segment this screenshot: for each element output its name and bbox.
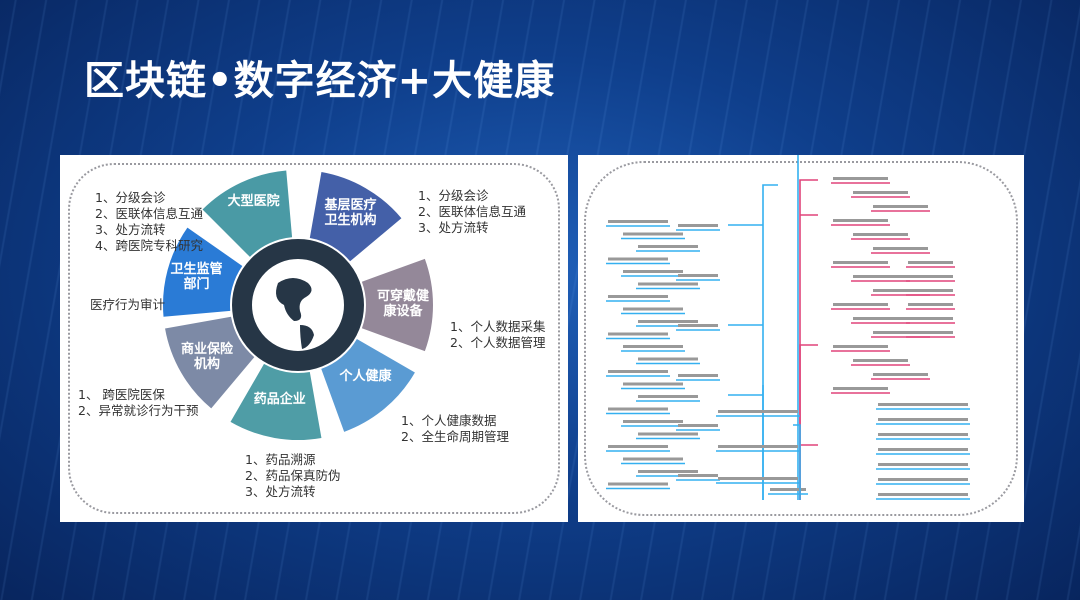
mind-map-node-text (623, 270, 683, 273)
mind-map-node-text (718, 410, 798, 413)
mind-map-node-text (623, 457, 683, 461)
mind-map-node-text (623, 420, 683, 423)
mind-map-branch (799, 179, 818, 500)
mind-map-branch (762, 184, 778, 500)
mind-map-branch (799, 344, 818, 500)
mind-map-node-text (718, 477, 798, 480)
mind-map-node-text (908, 261, 953, 264)
mind-map-node-text (833, 261, 888, 264)
segment-wheel (163, 170, 433, 440)
mind-map-node-text (833, 345, 888, 348)
slide-title: 区块链•数字经济+大健康 (84, 58, 556, 104)
mind-map-node-text (638, 470, 698, 473)
mind-map-node-text (853, 317, 908, 320)
mind-map-node-text (853, 275, 908, 278)
mind-map-node-text (608, 332, 668, 336)
mind-map-node-text (678, 274, 718, 277)
segment-label: 可穿戴健康设备 (376, 289, 429, 319)
mind-map-node-text (638, 432, 698, 436)
dotted-frame (584, 161, 1018, 516)
segment-2 (361, 258, 433, 352)
mind-map-node-text (853, 359, 908, 362)
dotted-frame (68, 163, 560, 514)
segment-label: 药品企业 (253, 392, 306, 408)
mind-map-node-text (623, 382, 683, 386)
mind-map-node-text (908, 289, 953, 292)
mind-map-node-text (873, 373, 928, 376)
mind-map-node-text (623, 307, 683, 311)
mind-map-node-text (878, 478, 968, 481)
segment-label: 基层医疗卫生机构 (324, 198, 377, 229)
mind-map-node-text (878, 403, 968, 406)
mind-map-node-text (678, 424, 718, 427)
mind-map-node-text (833, 219, 888, 222)
mind-map-node-text (608, 482, 668, 486)
mind-map-node-text (853, 191, 908, 194)
mind-map-node-text (638, 395, 698, 398)
segment-1 (309, 172, 402, 262)
segment-label: 个人健康 (339, 369, 392, 385)
mind-map-node-text (608, 407, 668, 411)
mind-map-node-text (853, 233, 908, 236)
mind-map-node-text (770, 488, 806, 491)
mind-map-node-text (678, 324, 718, 327)
segment-3 (321, 339, 415, 432)
mind-map-node-text (638, 320, 698, 323)
mind-map-node-text (908, 317, 953, 320)
segment-label: 卫生监管部门 (170, 261, 223, 292)
mind-map-node-text (678, 224, 718, 227)
mind-map-node-text (833, 177, 888, 180)
mind-map-node-text (833, 303, 888, 306)
mind-map-node-text (908, 303, 953, 306)
mind-map-node-text (638, 282, 698, 286)
mind-map-node-text (608, 295, 668, 298)
mind-map-node-text (718, 445, 798, 448)
segment-0 (202, 170, 293, 257)
mind-map-node-text (678, 374, 718, 377)
mind-map-node-text (878, 418, 968, 421)
mind-map-node-text (878, 493, 968, 496)
mind-map-node-text (873, 247, 928, 250)
mind-map-branch (762, 155, 799, 500)
mind-map-node-text (608, 220, 668, 223)
mind-map-node-text (608, 445, 668, 448)
segment-label: 大型医院 (227, 193, 280, 209)
mind-map-node-text (678, 474, 718, 477)
mind-map-panel (578, 155, 1024, 522)
segment-label: 商业保险机构 (181, 341, 234, 372)
mind-map-node-text (833, 387, 888, 390)
mind-map-node-text (608, 257, 668, 261)
mind-map (606, 155, 970, 500)
mind-map-node-text (908, 331, 953, 334)
mind-map-node-text (873, 205, 928, 208)
mind-map-node-text (878, 433, 968, 436)
ecosystem-diagram-panel: 大型医院基层医疗卫生机构可穿戴健康设备个人健康药品企业商业保险机构卫生监管部门 … (60, 155, 568, 522)
mind-map-node-text (873, 331, 928, 334)
list-regulator: 医疗行为审计 (90, 297, 166, 312)
mind-map-node-text (608, 370, 668, 373)
mind-map-node-text (878, 463, 968, 466)
segment-5 (165, 316, 255, 409)
mind-map-node-text (873, 289, 928, 292)
mind-map-node-text (908, 275, 953, 278)
mind-map-node-text (878, 448, 968, 451)
mind-map-branch (793, 424, 801, 500)
mind-map-node-text (638, 245, 698, 248)
mind-map-node-text (623, 232, 683, 236)
globe-icon (276, 278, 314, 349)
mind-map-branch (800, 214, 818, 446)
mind-map-node-text (623, 345, 683, 348)
segment-4 (230, 363, 322, 440)
mind-map-node-text (638, 357, 698, 361)
segment-6 (163, 227, 243, 317)
